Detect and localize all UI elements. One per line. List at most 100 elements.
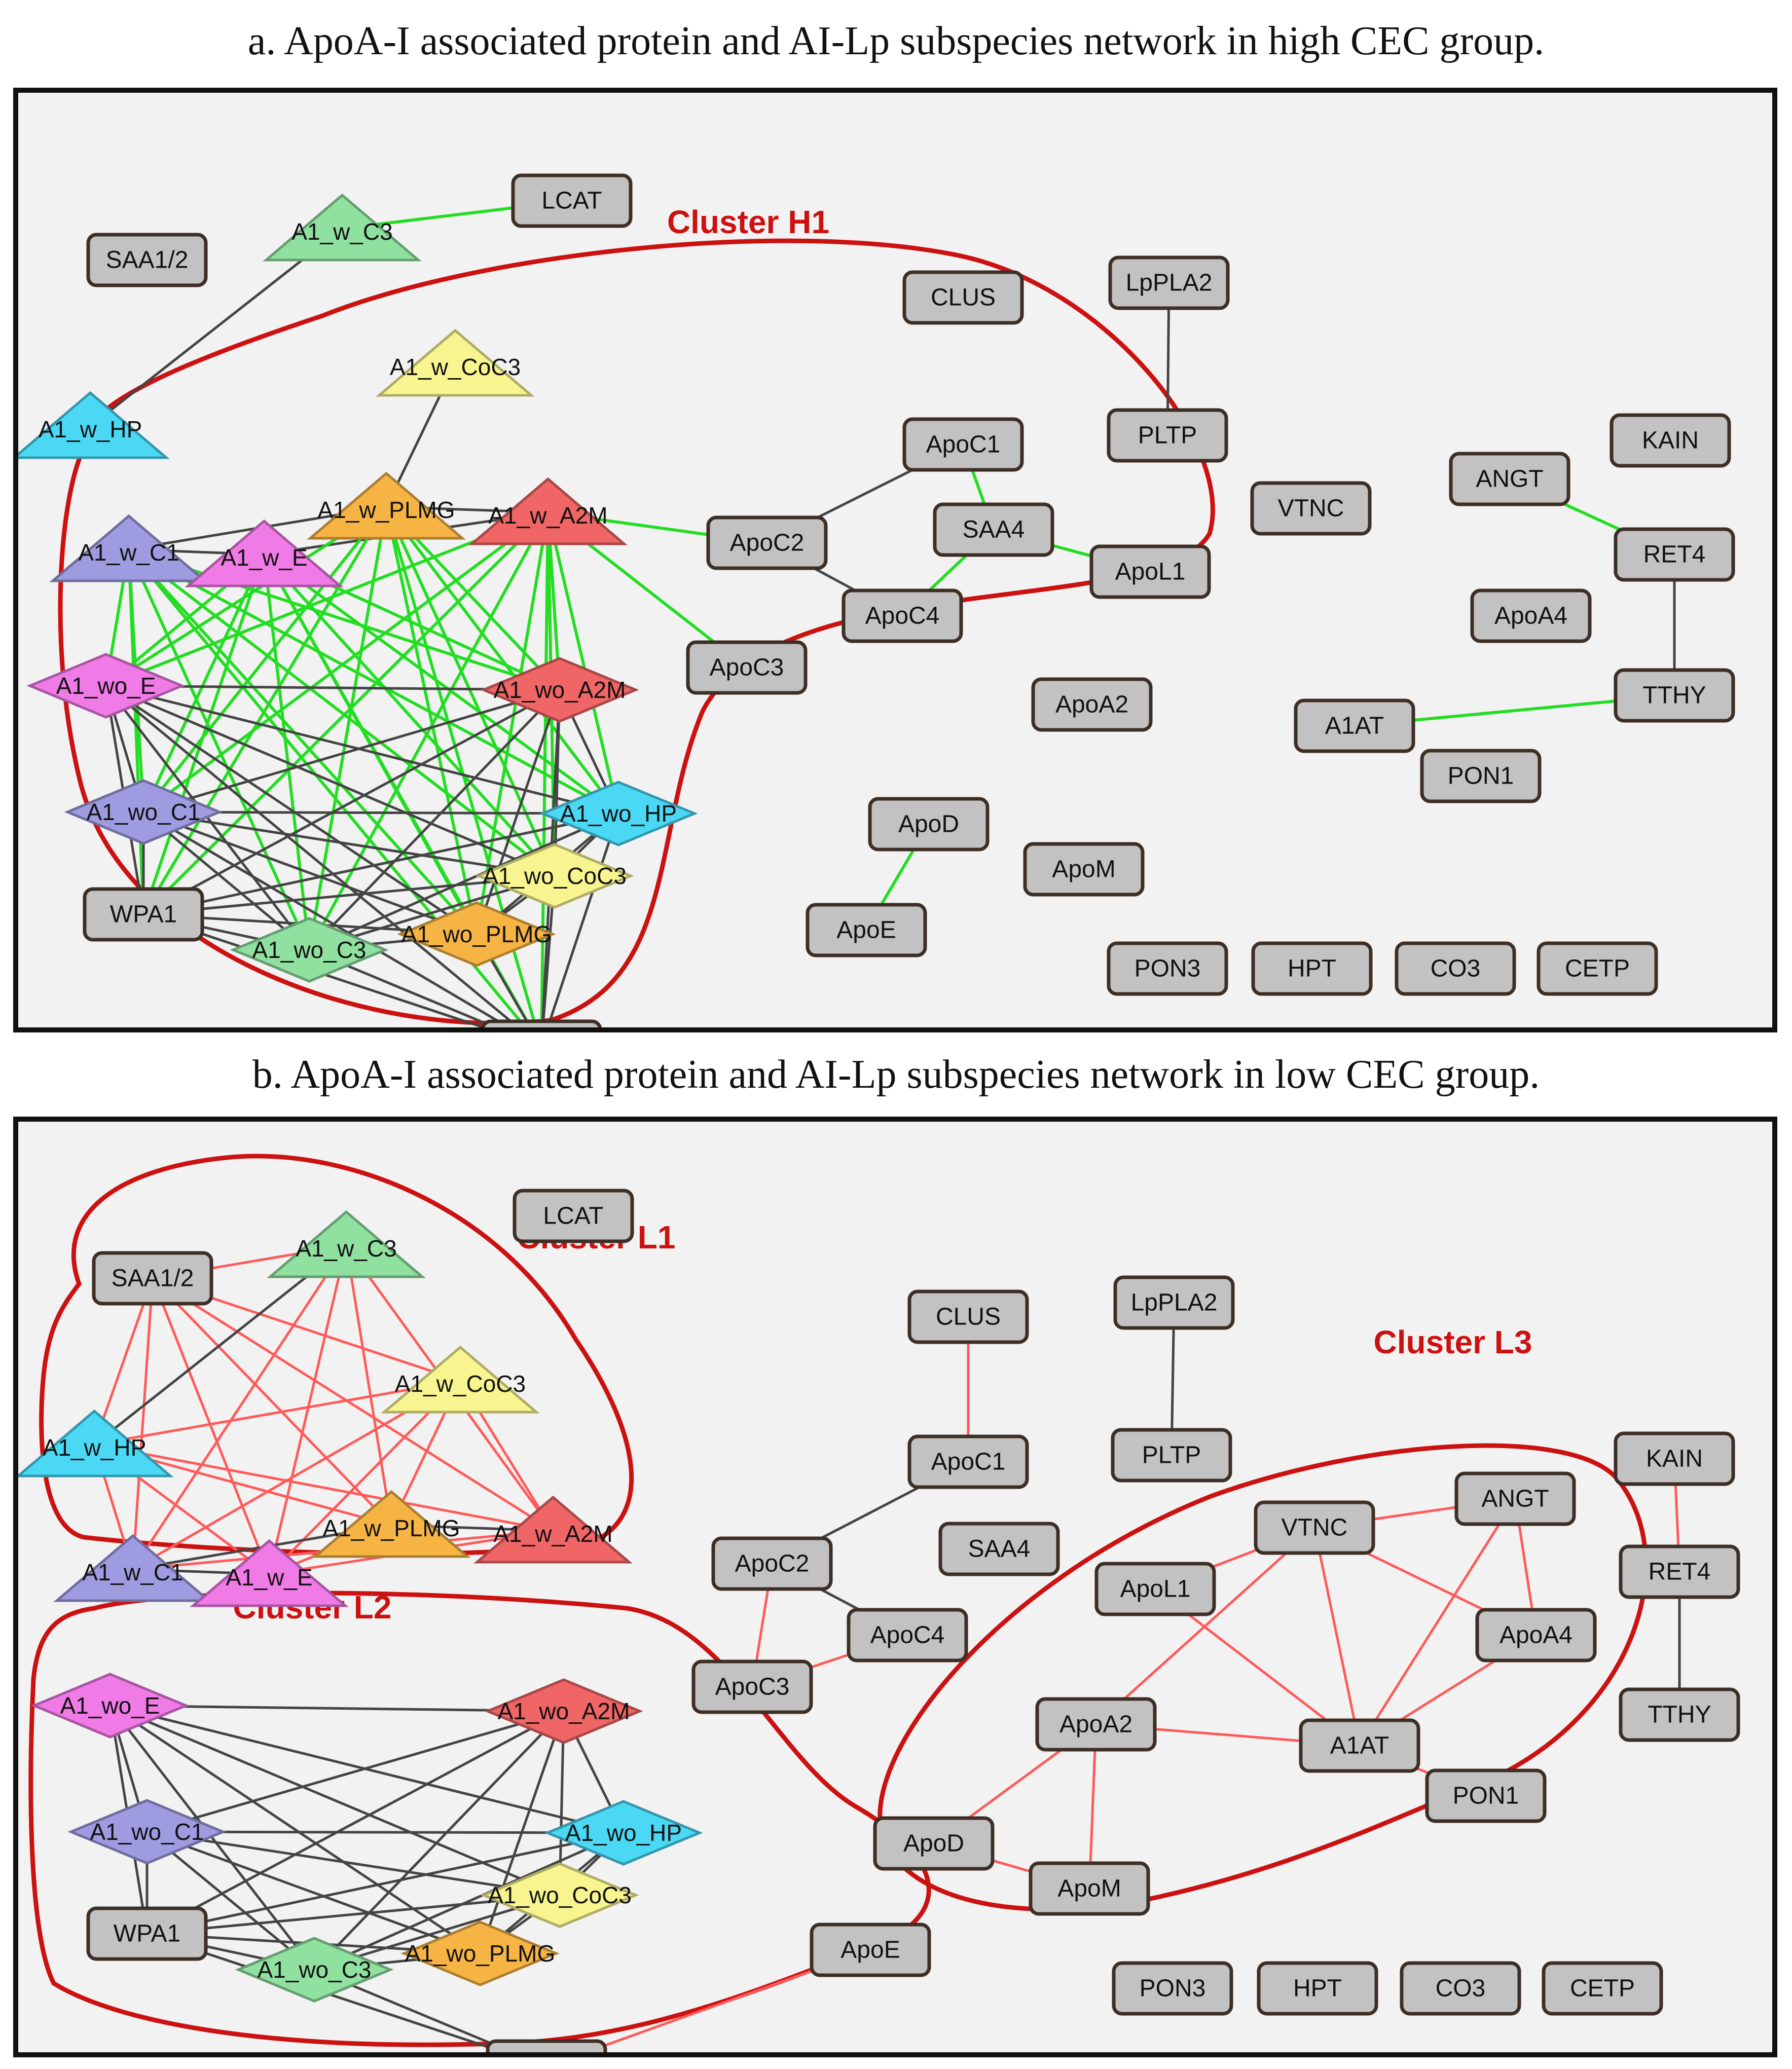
node-vtnc[interactable]: VTNC — [1250, 481, 1372, 536]
node-vtnc-label: VTNC — [1282, 1514, 1348, 1541]
node-vtnc[interactable]: VTNC — [1254, 1500, 1375, 1555]
node-a1wplmg[interactable]: A1_w_PLMG — [312, 1490, 471, 1558]
node-apoe[interactable]: ApoE — [806, 903, 927, 957]
cluster-l3-label: Cluster L3 — [1374, 1324, 1532, 1360]
node-apoa4[interactable]: ApoA4 — [1475, 1608, 1597, 1662]
node-a1whp[interactable]: A1_w_HP — [18, 391, 170, 459]
node-lppla2[interactable]: LpPLA2 — [1113, 1275, 1235, 1330]
node-apoc2[interactable]: ApoC2 — [706, 515, 828, 570]
node-a1wcoc3[interactable]: A1_w_CoC3 — [376, 328, 535, 397]
node-a1wcoc3[interactable]: A1_w_CoC3 — [381, 1345, 540, 1414]
node-apoa4-box — [1470, 588, 1592, 643]
node-a1whp[interactable]: A1_w_HP — [18, 1409, 174, 1477]
node-a1woa2m[interactable]: A1_wo_A2M — [484, 1678, 643, 1744]
node-pon1-box — [1425, 1768, 1547, 1823]
node-clus-box — [907, 1289, 1029, 1344]
node-ret4[interactable]: RET4 — [1619, 1544, 1740, 1599]
node-a1woplmg[interactable]: A1_wo_PLMG — [397, 901, 556, 967]
node-a1we[interactable]: A1_w_E — [185, 519, 344, 587]
node-apoa2[interactable]: ApoA2 — [1031, 677, 1153, 732]
node-apoc3[interactable]: ApoC3 — [686, 640, 808, 695]
node-pon3[interactable]: PON3 — [1107, 941, 1228, 996]
node-tthy[interactable]: TTHY — [1619, 1687, 1740, 1742]
node-apol1-label: ApoL1 — [1120, 1576, 1191, 1603]
node-cetp[interactable]: CETP — [1542, 1961, 1663, 2016]
node-angt[interactable]: ANGT — [1454, 1471, 1576, 1526]
node-apod[interactable]: ApoD — [868, 797, 990, 852]
node-tthy[interactable]: TTHY — [1614, 668, 1735, 723]
node-pon1[interactable]: PON1 — [1425, 1768, 1547, 1823]
node-hpt[interactable]: HPT — [1257, 1961, 1378, 2016]
node-a1woc3[interactable]: A1_wo_C3 — [230, 917, 389, 983]
node-a1wa2m[interactable]: A1_w_A2M — [473, 1495, 633, 1564]
node-a1wohp[interactable]: A1_wo_HP — [539, 781, 698, 846]
node-apoa2[interactable]: ApoA2 — [1035, 1697, 1157, 1752]
node-ret4[interactable]: RET4 — [1614, 527, 1735, 582]
node-clus[interactable]: CLUS — [907, 1289, 1029, 1344]
node-cetp[interactable]: CETP — [1537, 941, 1658, 996]
node-a1wococ3[interactable]: A1_wo_CoC3 — [480, 1862, 639, 1928]
node-a1at[interactable]: A1AT — [1294, 698, 1415, 753]
node-a1woa2m[interactable]: A1_wo_A2M — [480, 657, 639, 723]
edge-A1wC1-A1woHP — [128, 548, 619, 815]
node-a1wc3[interactable]: A1_w_C3 — [267, 1210, 426, 1278]
node-apoc3-box — [686, 640, 808, 695]
node-pon1[interactable]: PON1 — [1420, 749, 1542, 803]
node-a1wococ3[interactable]: A1_wo_CoC3 — [475, 843, 634, 909]
node-clus[interactable]: CLUS — [902, 270, 1024, 325]
node-a1wc3[interactable]: A1_w_C3 — [263, 193, 422, 262]
node-a1woc3[interactable]: A1_wo_C3 — [235, 1937, 394, 2003]
node-co3[interactable]: CO3 — [1400, 1961, 1521, 2016]
node-apoa1[interactable]: ApoA1 — [481, 1019, 602, 1027]
node-a1at[interactable]: A1AT — [1299, 1718, 1420, 1773]
node-angt[interactable]: ANGT — [1449, 452, 1570, 506]
node-saa12[interactable]: SAA1/2 — [92, 1251, 213, 1306]
node-kain[interactable]: KAIN — [1614, 1431, 1735, 1486]
node-apoe[interactable]: ApoE — [810, 1923, 931, 1977]
node-a1wc1-triangle — [49, 514, 208, 582]
node-lcat[interactable]: LCAT — [513, 1189, 634, 1243]
node-co3[interactable]: CO3 — [1395, 941, 1516, 996]
node-apoc1[interactable]: ApoC1 — [902, 417, 1024, 472]
node-a1wohp[interactable]: A1_wo_HP — [544, 1800, 703, 1866]
node-pltp[interactable]: PLTP — [1107, 408, 1228, 463]
node-wpa1[interactable]: WPA1 — [83, 887, 204, 942]
node-apoa4[interactable]: ApoA4 — [1470, 588, 1592, 643]
node-a1woc3-diamond — [235, 1937, 394, 2003]
node-saa4[interactable]: SAA4 — [933, 502, 1054, 557]
edge-A1wA2M-A1woHP — [546, 512, 620, 814]
node-a1we[interactable]: A1_w_E — [190, 1539, 349, 1607]
node-apoc4[interactable]: ApoC4 — [847, 1608, 968, 1662]
node-apom[interactable]: ApoM — [1029, 1861, 1150, 1916]
node-apoa1[interactable]: ApoA1 — [486, 2039, 607, 2052]
node-hpt[interactable]: HPT — [1251, 941, 1373, 996]
node-a1woc1[interactable]: A1_wo_C1 — [64, 779, 223, 845]
node-pon3[interactable]: PON3 — [1112, 1961, 1233, 2016]
node-a1woplmg[interactable]: A1_wo_PLMG — [400, 1920, 560, 1986]
node-apoc2[interactable]: ApoC2 — [711, 1536, 833, 1591]
node-a1woc1[interactable]: A1_wo_C1 — [67, 1799, 227, 1865]
node-a1wa2m[interactable]: A1_w_A2M — [468, 477, 628, 545]
node-lppla2[interactable]: LpPLA2 — [1108, 255, 1230, 310]
node-apol1[interactable]: ApoL1 — [1094, 1562, 1216, 1616]
node-apoc3[interactable]: ApoC3 — [691, 1659, 813, 1714]
node-a1woe[interactable]: A1_wo_E — [30, 1673, 190, 1739]
node-a1at-label: A1AT — [1330, 1732, 1389, 1759]
node-saa12[interactable]: SAA1/2 — [86, 233, 208, 287]
node-a1wc1[interactable]: A1_w_C1 — [49, 514, 208, 582]
node-a1wc1[interactable]: A1_w_C1 — [53, 1534, 212, 1602]
node-apoa4-label: ApoA4 — [1494, 603, 1567, 630]
node-apoc4[interactable]: ApoC4 — [842, 588, 963, 643]
node-apoc1[interactable]: ApoC1 — [907, 1434, 1029, 1489]
node-kain[interactable]: KAIN — [1610, 413, 1731, 468]
node-pltp[interactable]: PLTP — [1111, 1428, 1232, 1483]
node-lcat[interactable]: LCAT — [511, 173, 633, 228]
node-apom[interactable]: ApoM — [1023, 842, 1145, 897]
node-a1wa2m-triangle — [468, 477, 628, 545]
node-a1wplmg[interactable]: A1_w_PLMG — [307, 471, 466, 540]
node-apol1[interactable]: ApoL1 — [1089, 544, 1211, 599]
node-wpa1[interactable]: WPA1 — [86, 1906, 208, 1961]
node-a1woe[interactable]: A1_wo_E — [26, 653, 186, 719]
node-saa4[interactable]: SAA4 — [938, 1522, 1060, 1576]
node-apod[interactable]: ApoD — [873, 1816, 995, 1871]
